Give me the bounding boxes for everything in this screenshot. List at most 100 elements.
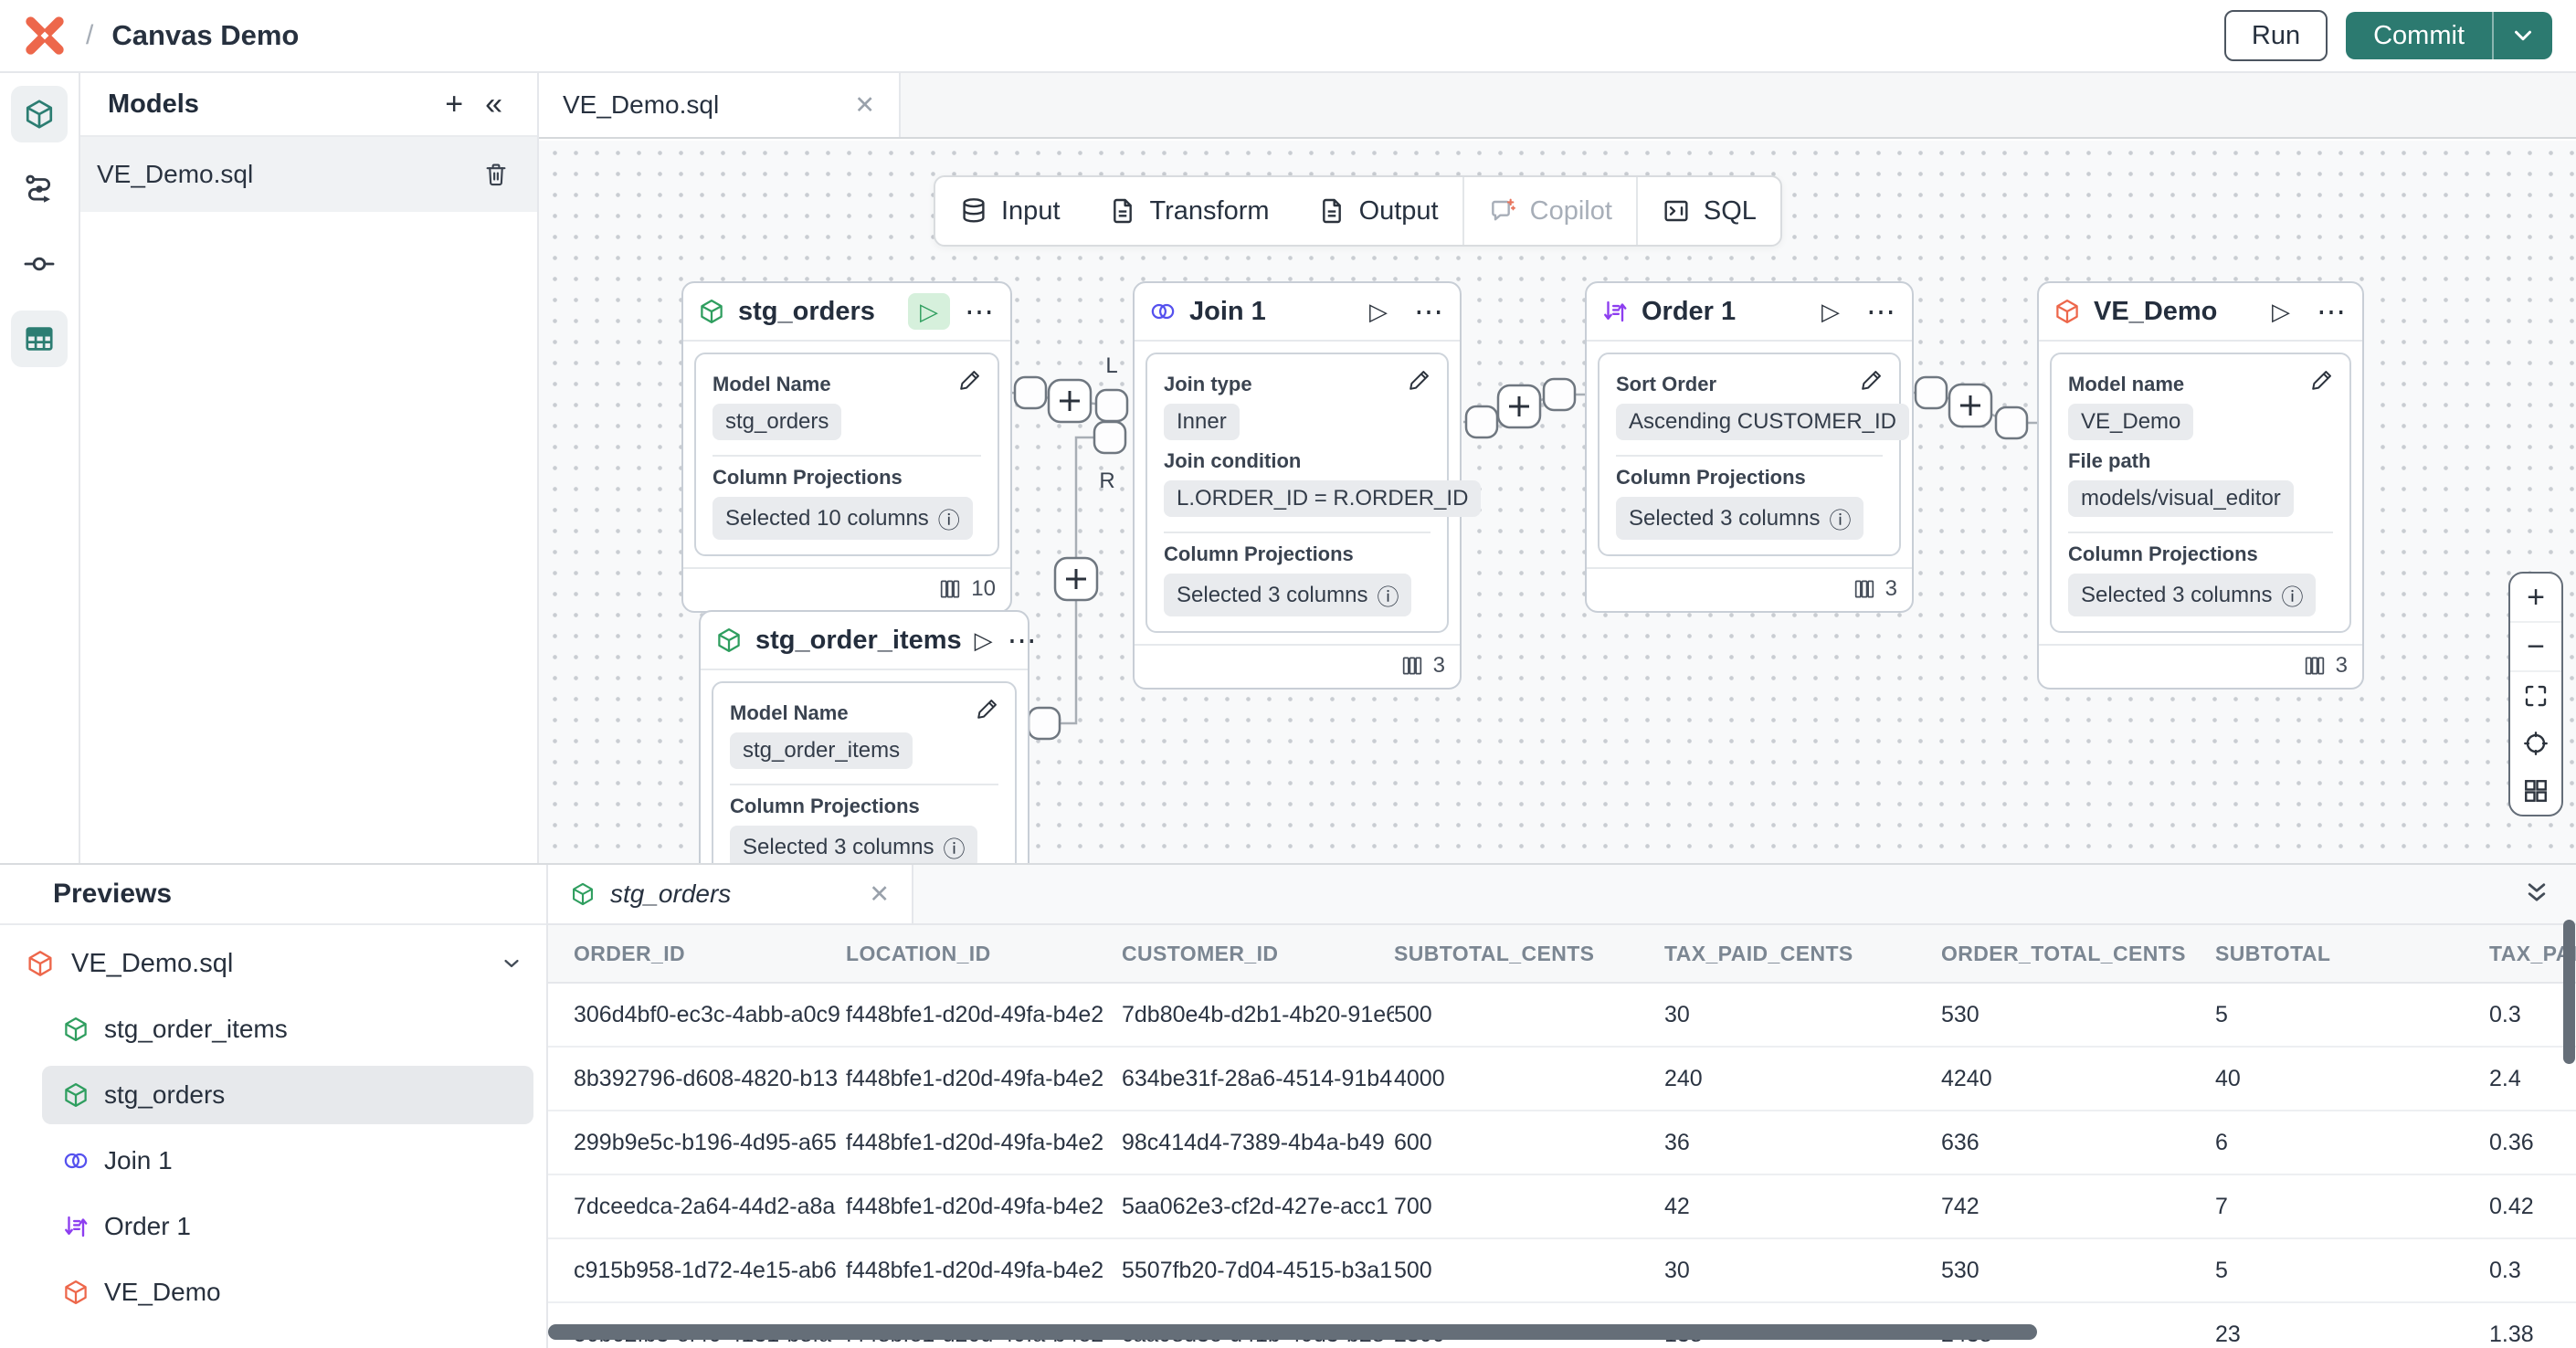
- add-node-button[interactable]: [1047, 378, 1093, 424]
- field-value-chip: L.ORDER_ID = R.ORDER_ID: [1164, 480, 1482, 517]
- chevron-down-icon[interactable]: [499, 951, 524, 976]
- node-stg-orders[interactable]: stg_orders ▷ ⋯ Model Name stg_orders Col…: [681, 281, 1012, 613]
- node-run-button[interactable]: ▷: [974, 626, 993, 654]
- rail-lineage-button[interactable]: [11, 161, 68, 217]
- column-header[interactable]: ORDER_ID: [574, 941, 686, 965]
- node-stg-order-items[interactable]: stg_order_items ▷ ⋯ Model Name stg_order…: [699, 610, 1037, 863]
- tree-item-ve-demo-sql[interactable]: VE_Demo.sql: [0, 934, 546, 993]
- tree-item-join-1[interactable]: Join 1: [42, 1132, 533, 1190]
- node-run-button[interactable]: ▷: [2272, 297, 2290, 325]
- horizontal-scrollbar-thumb[interactable]: [548, 1324, 2037, 1340]
- add-node-button[interactable]: [1948, 383, 1993, 428]
- vertical-scrollbar-thumb[interactable]: [2563, 920, 2575, 1064]
- toolbar-sql-button[interactable]: SQL: [1638, 177, 1780, 245]
- node-title: VE_Demo: [2094, 296, 2218, 326]
- add-node-button[interactable]: [1496, 384, 1542, 429]
- node-run-button[interactable]: ▷: [908, 293, 950, 330]
- column-header[interactable]: ORDER_TOTAL_CENTS: [1941, 941, 2186, 965]
- model-cube-icon: [570, 881, 596, 907]
- tree-item-stg-orders[interactable]: stg_orders: [42, 1066, 533, 1124]
- edit-icon[interactable]: [1859, 367, 1884, 393]
- node-menu-button[interactable]: ⋯: [1866, 295, 1895, 328]
- preview-tab-stg-orders[interactable]: stg_orders ✕: [548, 865, 913, 923]
- commit-dropdown-button[interactable]: [2494, 12, 2552, 59]
- port-join-left-in[interactable]: [1094, 388, 1129, 423]
- toolbar-output-button[interactable]: Output: [1293, 177, 1462, 245]
- zoom-out-button[interactable]: −: [2510, 623, 2561, 672]
- preview-table-header: ORDER_ID LOCATION_ID CUSTOMER_ID SUBTOTA…: [548, 925, 2576, 984]
- model-cube-icon: [698, 298, 725, 325]
- close-icon[interactable]: ✕: [869, 879, 890, 908]
- node-run-button[interactable]: ▷: [1369, 297, 1388, 325]
- node-ve-demo[interactable]: VE_Demo ▷ ⋯ Model name VE_Demo File path…: [2037, 281, 2364, 690]
- node-canvas[interactable]: Input Transform Output: [539, 141, 2576, 863]
- model-cube-icon: [715, 627, 743, 654]
- port-stg-order-items-out[interactable]: [1027, 706, 1061, 741]
- locate-button[interactable]: [2510, 720, 2561, 767]
- tree-item-stg-order-items[interactable]: stg_order_items: [42, 1000, 533, 1058]
- node-order-1[interactable]: Order 1 ▷ ⋯ Sort Order Ascending CUSTOME…: [1585, 281, 1914, 613]
- edit-icon[interactable]: [975, 696, 1000, 721]
- copilot-sparkle-icon: [1488, 196, 1517, 226]
- edit-icon[interactable]: [2309, 367, 2335, 393]
- fit-view-button[interactable]: [2510, 672, 2561, 720]
- column-header[interactable]: LOCATION_ID: [846, 941, 991, 965]
- field-label: Column Projections: [730, 795, 920, 817]
- rail-results-button[interactable]: [11, 311, 68, 367]
- canvas-tab-strip: VE_Demo.sql ✕: [539, 73, 2576, 139]
- commit-button[interactable]: Commit: [2346, 12, 2494, 59]
- toolbar-input-button[interactable]: Input: [935, 177, 1084, 245]
- cube-icon: [23, 98, 56, 131]
- column-count: 3: [2335, 653, 2348, 678]
- canvas-tab[interactable]: VE_Demo.sql ✕: [539, 73, 901, 137]
- port-join-right-in[interactable]: [1093, 420, 1127, 455]
- info-icon[interactable]: ⓘ: [943, 837, 966, 862]
- tree-item-order-1[interactable]: Order 1: [42, 1197, 533, 1256]
- model-list-item[interactable]: VE_Demo.sql: [80, 137, 537, 212]
- port-order-in[interactable]: [1542, 377, 1577, 412]
- info-icon[interactable]: ⓘ: [2281, 585, 2304, 610]
- dbt-logo-icon[interactable]: [22, 13, 68, 58]
- port-ve-demo-in[interactable]: [1994, 405, 2029, 440]
- collapse-panel-button[interactable]: [2521, 878, 2552, 909]
- node-join-1[interactable]: Join 1 ▷ ⋯ Join type Inner Join conditio…: [1133, 281, 1482, 690]
- grid-icon: [2522, 777, 2550, 805]
- column-header[interactable]: SUBTOTAL_CENTS: [1394, 941, 1595, 965]
- previews-title: Previews: [0, 865, 546, 925]
- port-order-out[interactable]: [1914, 375, 1948, 410]
- node-menu-button[interactable]: ⋯: [1414, 295, 1443, 328]
- trash-icon[interactable]: [482, 161, 510, 188]
- node-menu-button[interactable]: ⋯: [2317, 295, 2346, 328]
- node-run-button[interactable]: ▷: [1821, 297, 1840, 325]
- canvas-toolbar: Input Transform Output: [934, 175, 1782, 247]
- models-panel: Models + « VE_Demo.sql: [80, 73, 539, 863]
- port-stg-orders-out[interactable]: [1013, 375, 1048, 410]
- toolbar-transform-button[interactable]: Transform: [1084, 177, 1293, 245]
- rail-models-button[interactable]: [11, 86, 68, 142]
- info-icon[interactable]: ⓘ: [1829, 509, 1852, 533]
- port-join-out[interactable]: [1464, 405, 1499, 439]
- layout-grid-button[interactable]: [2510, 767, 2561, 815]
- run-button[interactable]: Run: [2223, 10, 2328, 61]
- close-icon[interactable]: ✕: [854, 90, 875, 119]
- info-icon[interactable]: ⓘ: [1377, 585, 1399, 610]
- column-header[interactable]: TAX_PAID: [2489, 941, 2576, 965]
- rail-version-control-button[interactable]: [11, 236, 68, 292]
- info-icon[interactable]: ⓘ: [937, 509, 960, 533]
- column-header[interactable]: SUBTOTAL: [2215, 941, 2331, 965]
- zoom-in-button[interactable]: +: [2510, 574, 2561, 623]
- fit-view-icon: [2522, 682, 2550, 710]
- column-header[interactable]: TAX_PAID_CENTS: [1664, 941, 1853, 965]
- add-node-button[interactable]: [1053, 556, 1099, 602]
- collapse-panel-icon[interactable]: «: [485, 87, 502, 121]
- node-menu-button[interactable]: ⋯: [1007, 624, 1037, 657]
- add-model-button[interactable]: +: [445, 87, 464, 121]
- edit-icon[interactable]: [1407, 367, 1432, 393]
- edit-icon[interactable]: [957, 367, 983, 393]
- preview-tab-label: stg_orders: [610, 879, 732, 908]
- column-header[interactable]: CUSTOMER_ID: [1122, 941, 1279, 965]
- node-menu-button[interactable]: ⋯: [965, 295, 994, 328]
- tree-item-ve-demo[interactable]: VE_Demo: [42, 1263, 533, 1322]
- toolbar-copilot-button[interactable]: Copilot: [1464, 177, 1636, 245]
